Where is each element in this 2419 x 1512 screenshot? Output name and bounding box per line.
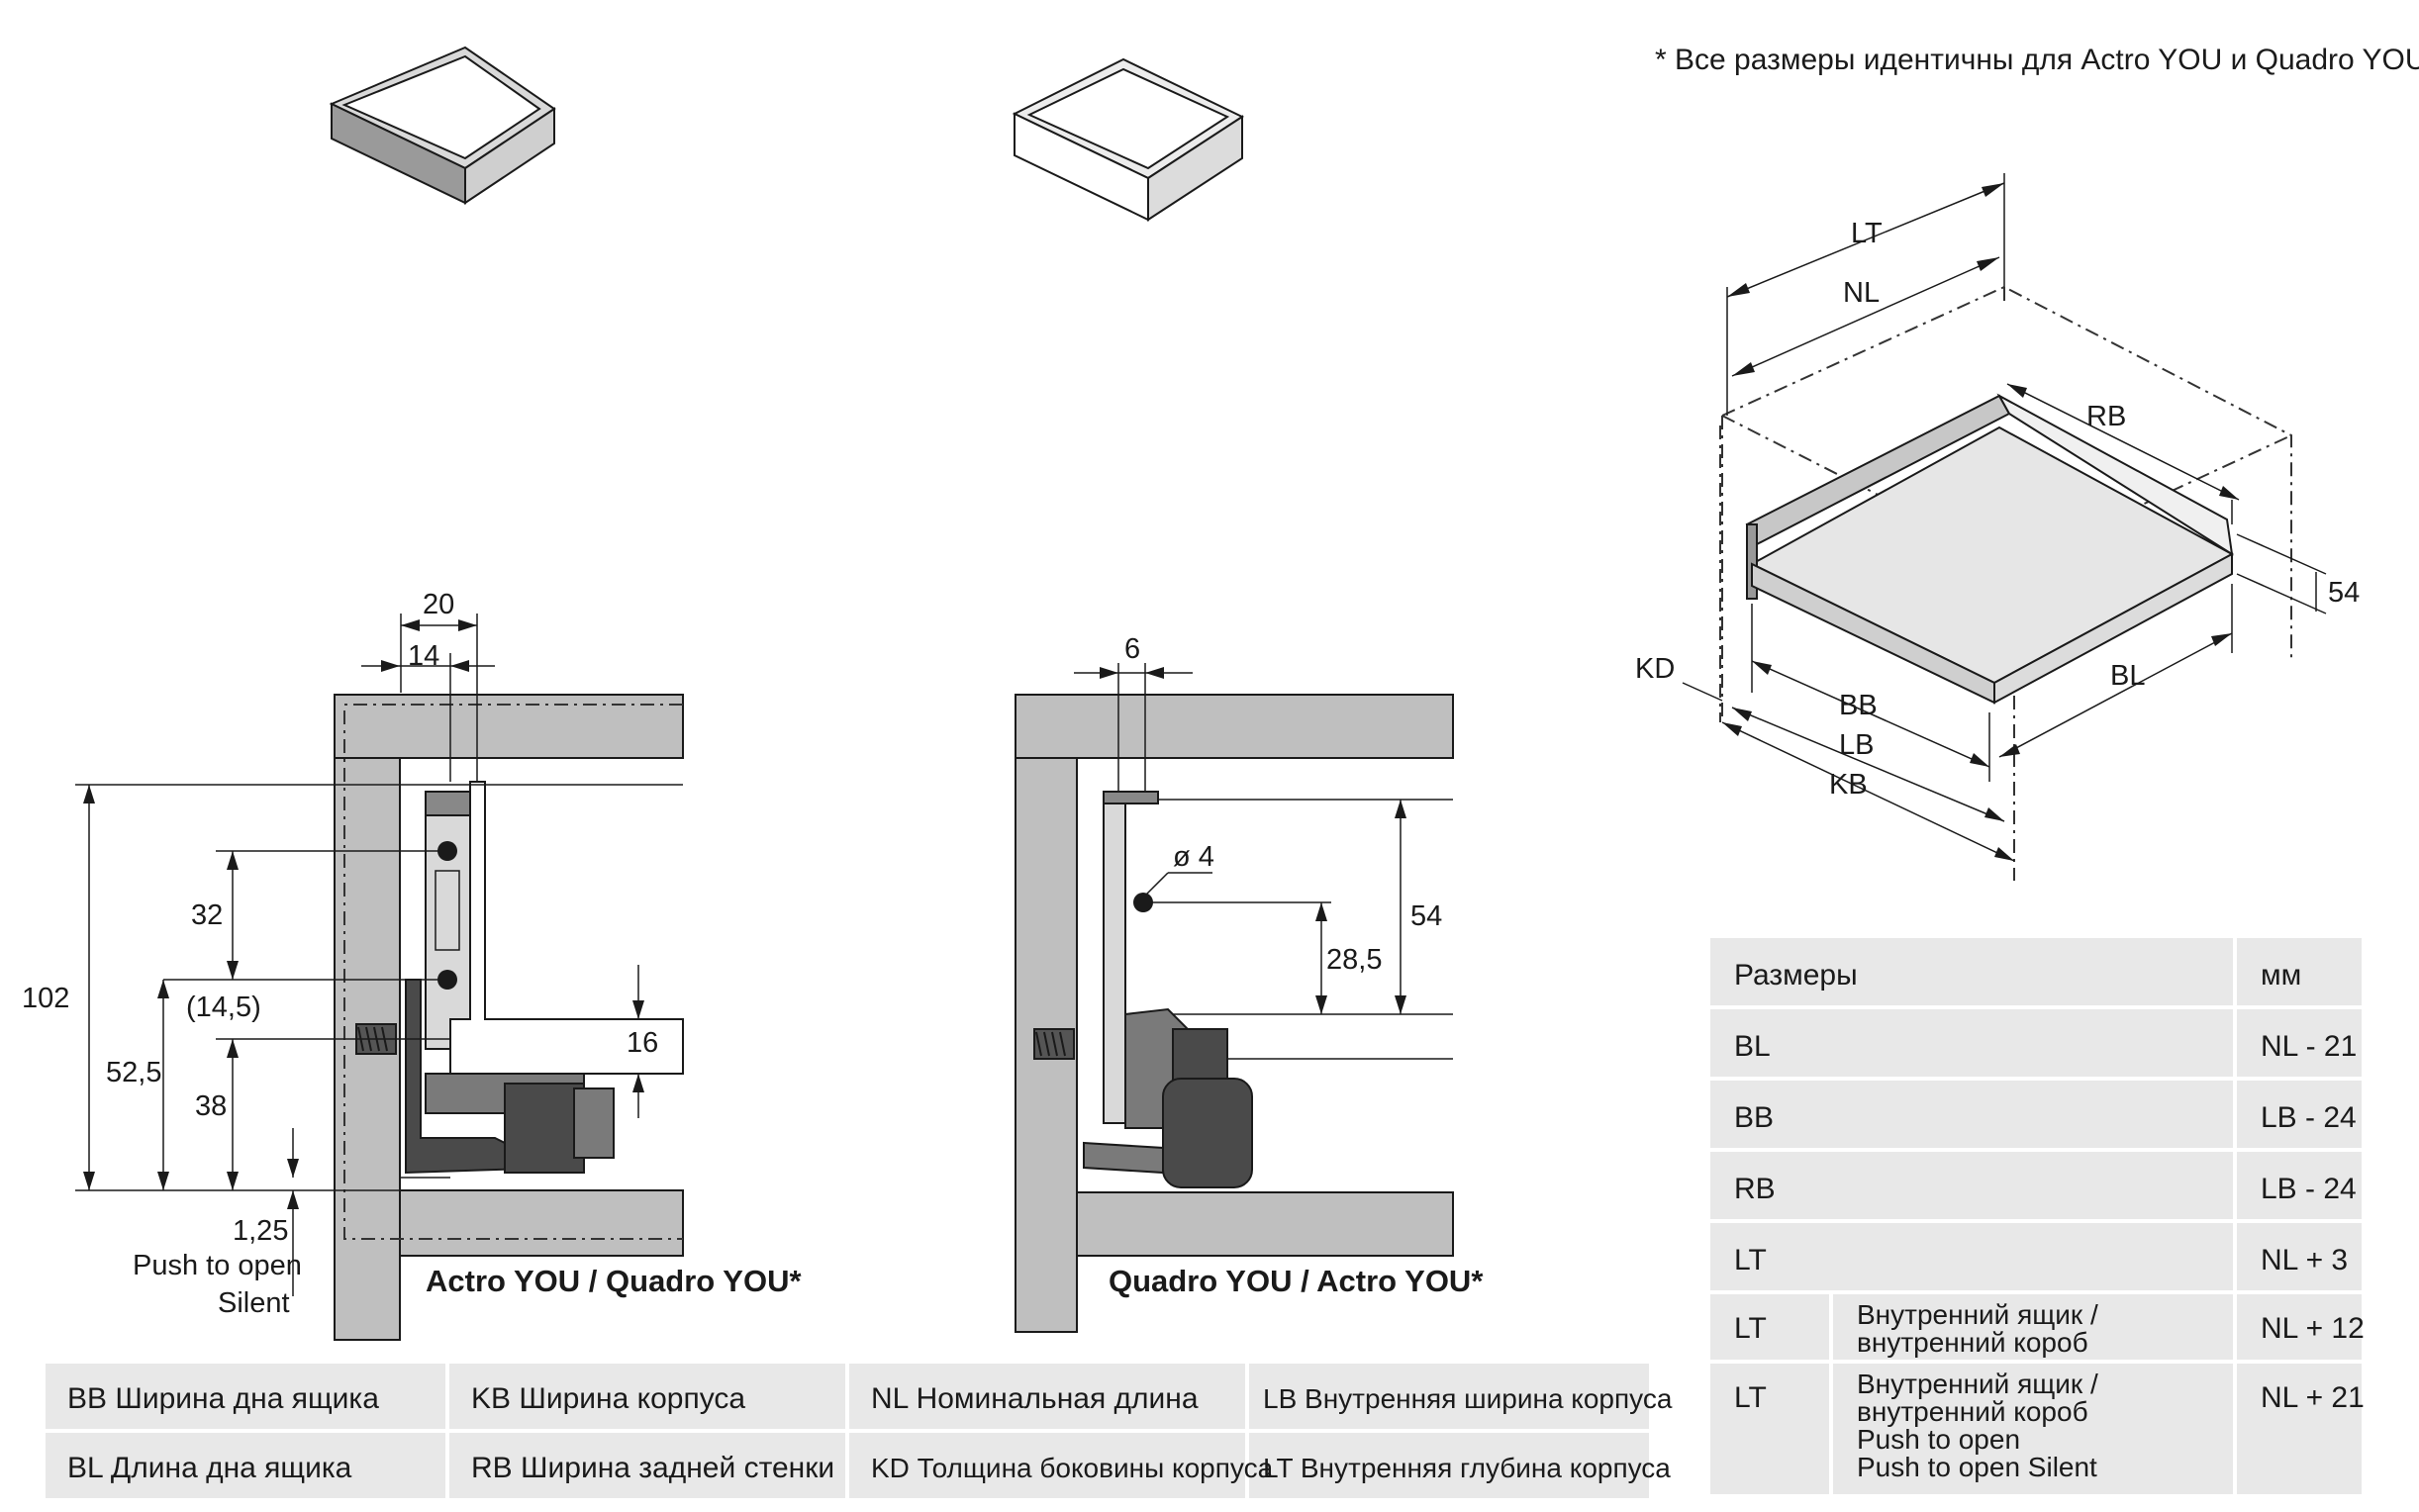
- iso-lt-label: LT: [1851, 218, 1883, 249]
- legend-item: RB Ширина задней стенки: [471, 1452, 834, 1484]
- table-row-desc: Внутренний ящик /: [1857, 1299, 2098, 1330]
- iso-nl-label: NL: [1843, 277, 1880, 309]
- iso-lb-label: LB: [1839, 729, 1874, 761]
- iso-kb-label: KB: [1829, 769, 1868, 801]
- table-row-value: NL + 21: [2261, 1381, 2365, 1414]
- iso-bl-label: BL: [2110, 660, 2145, 692]
- dim-28-5: 28,5: [1326, 944, 1382, 976]
- table-header-unit: мм: [2261, 959, 2301, 992]
- legend-table: [46, 1364, 1649, 1498]
- table-row-desc: внутренний короб: [1857, 1327, 2088, 1358]
- legend-item: KD Толщина боковины корпуса: [871, 1453, 1274, 1483]
- legend-item: BL Длина дна ящика: [67, 1452, 352, 1484]
- table-row-code: BL: [1734, 1030, 1771, 1063]
- left-section-drawing: [75, 614, 684, 1341]
- table-row-value: LB - 24: [2261, 1173, 2357, 1205]
- drawer-icon-quadro: [1012, 57, 1245, 222]
- iso-kd-label: KD: [1635, 653, 1675, 685]
- right-section-drawing: [1015, 663, 1454, 1333]
- dim-32: 32: [191, 899, 223, 931]
- table-row-desc: Push to open: [1857, 1424, 2020, 1455]
- legend-item: BB Ширина дна ящика: [67, 1382, 379, 1415]
- drawer-icon-actro: [329, 46, 556, 205]
- dim-54: 54: [1410, 900, 1442, 932]
- caption-right: Quadro YOU / Actro YOU*: [1109, 1264, 1484, 1298]
- dim-1-25: 1,25: [233, 1215, 288, 1247]
- caption-left: Actro YOU / Quadro YOU*: [426, 1264, 802, 1298]
- iso-54-label: 54: [2328, 577, 2360, 609]
- table-row-code: RB: [1734, 1173, 1776, 1205]
- table-row-value: NL - 21: [2261, 1030, 2357, 1063]
- dim-diameter-4: ø 4: [1173, 841, 1214, 873]
- iso-bb-label: BB: [1839, 690, 1878, 721]
- dim-38: 38: [195, 1090, 227, 1122]
- dim-20: 20: [423, 589, 454, 620]
- silent-label: Silent: [218, 1287, 290, 1319]
- legend-item: LB Внутренняя ширина корпуса: [1263, 1383, 1673, 1414]
- table-row-value: NL + 3: [2261, 1244, 2348, 1276]
- note-text: * Все размеры идентичны для Actro YOU и …: [1655, 44, 2419, 76]
- table-row-value: LB - 24: [2261, 1101, 2357, 1134]
- dim-16: 16: [627, 1027, 658, 1059]
- table-row-code: LT: [1734, 1381, 1767, 1414]
- dimension-table: [1710, 938, 2362, 1494]
- legend-item: LT Внутренняя глубина корпуса: [1263, 1453, 1671, 1483]
- dim-52-5: 52,5: [106, 1057, 161, 1088]
- table-row-code: LT: [1734, 1244, 1767, 1276]
- table-row-desc: Push to open Silent: [1857, 1452, 2097, 1482]
- dim-14-5: (14,5): [186, 992, 261, 1023]
- dim-6: 6: [1124, 633, 1140, 665]
- table-row-value: NL + 12: [2261, 1312, 2365, 1345]
- table-header-label: Размеры: [1734, 959, 1858, 992]
- dim-14: 14: [408, 640, 439, 672]
- dim-102: 102: [22, 983, 69, 1014]
- push-to-open-label: Push to open: [133, 1250, 302, 1281]
- table-row-code: LT: [1734, 1312, 1767, 1345]
- iso-rb-label: RB: [2086, 401, 2126, 432]
- table-row-desc: Внутренний ящик /: [1857, 1369, 2098, 1399]
- legend-item: KB Ширина корпуса: [471, 1382, 745, 1415]
- isometric-drawer-drawing: [1682, 173, 2327, 881]
- table-row-desc: внутренний короб: [1857, 1396, 2088, 1427]
- legend-item: NL Номинальная длина: [871, 1382, 1199, 1415]
- table-row-code: BB: [1734, 1101, 1774, 1134]
